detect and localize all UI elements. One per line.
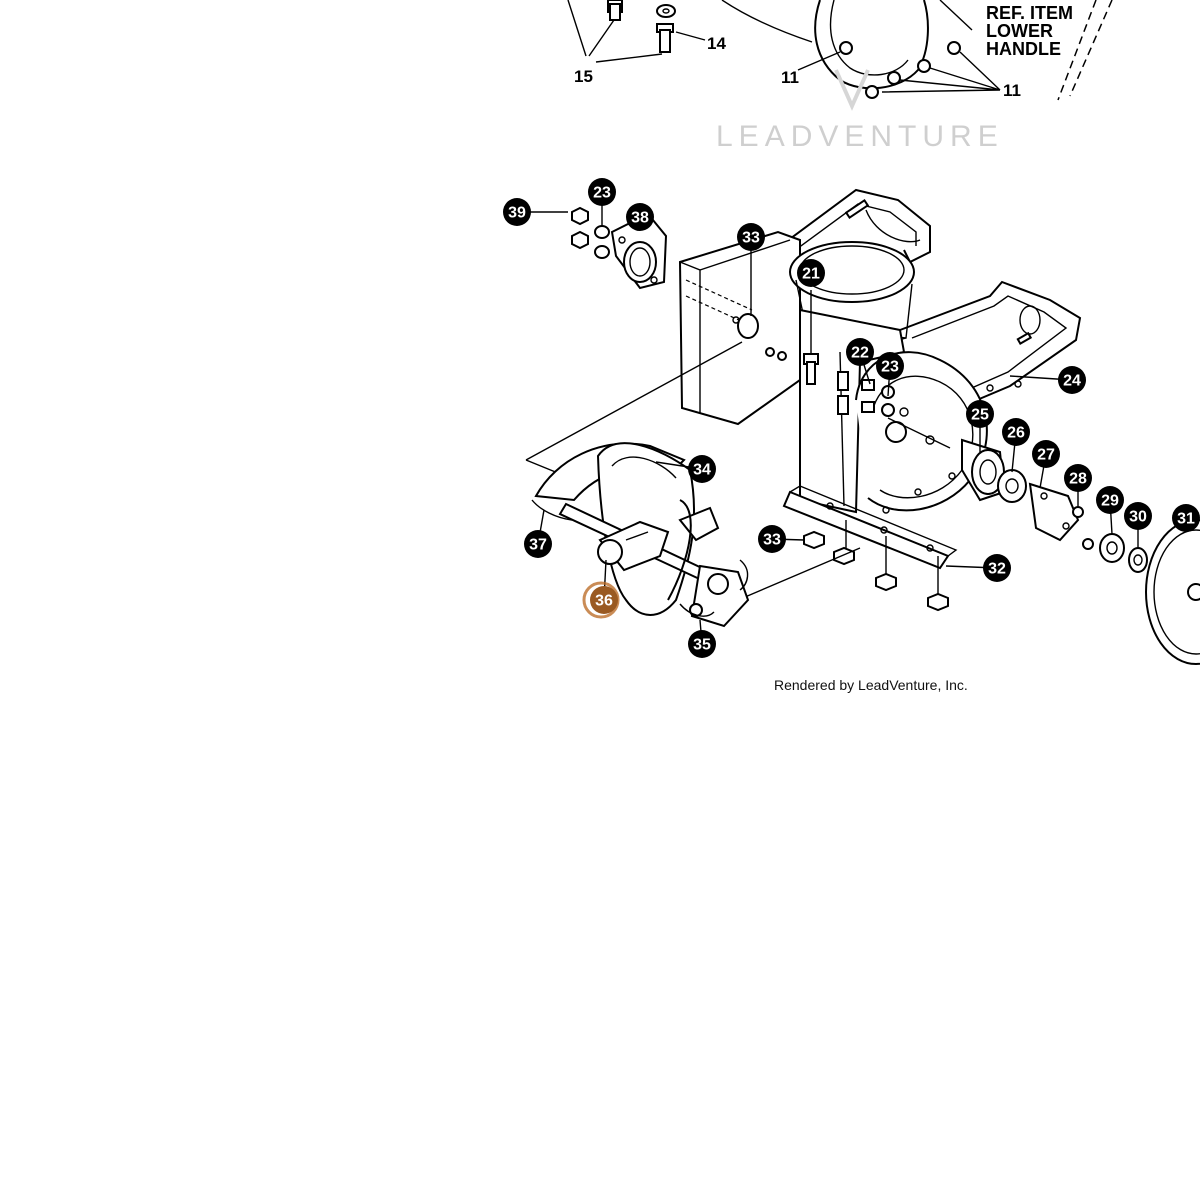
bearing-26: [997, 469, 1027, 503]
callout-22-label: 22: [851, 345, 869, 362]
bearing-housing-25: [961, 438, 1006, 502]
spacer-29: [1099, 533, 1125, 563]
callout-25-label: 25: [971, 407, 989, 424]
washer-30: [1128, 547, 1148, 573]
ref-line-2: LOWER: [986, 21, 1053, 41]
callout-24-label: 24: [1063, 373, 1081, 390]
callout-22[interactable]: 22: [846, 338, 874, 366]
callout-29-label: 29: [1101, 493, 1119, 510]
callout-23-mid[interactable]: 23: [876, 352, 904, 380]
watermark-text: LEADVENTURE: [716, 120, 1004, 153]
callout-39-label: 39: [508, 205, 526, 222]
callout-34[interactable]: 34: [688, 455, 716, 483]
callout-28[interactable]: 28: [1064, 464, 1092, 492]
callout-24[interactable]: 24: [1058, 366, 1086, 394]
callout-39[interactable]: 39: [503, 198, 531, 226]
hardware-39-23-38: [571, 206, 668, 290]
bolt-15b: [656, 23, 674, 53]
callout-32[interactable]: 32: [983, 554, 1011, 582]
leader-15: [567, 0, 663, 63]
callout-27-label: 27: [1037, 447, 1055, 464]
bolt-21: [803, 353, 819, 385]
callout-33-bottom-label: 33: [763, 532, 781, 549]
bolts-11: [839, 41, 961, 99]
callout-21-label: 21: [802, 266, 820, 283]
watermark: LEADVENTURE: [716, 69, 1004, 153]
callout-33-top-label: 33: [742, 230, 760, 247]
label-11-right: 11: [1003, 81, 1021, 100]
callout-36-highlighted[interactable]: 36: [582, 581, 620, 619]
callout-27[interactable]: 27: [1032, 440, 1060, 468]
bolt-15a: [607, 0, 623, 21]
label-15: 15: [574, 67, 593, 86]
pulley-31: [1145, 519, 1200, 665]
callout-23-mid-label: 23: [881, 359, 899, 376]
nuts-33: [803, 530, 949, 612]
impeller-assembly: [531, 442, 750, 628]
callout-38-label: 38: [631, 210, 649, 227]
callout-34-label: 34: [693, 462, 711, 479]
plate-27: [1028, 482, 1080, 542]
bolt-22: [861, 379, 875, 413]
auger-housing-assembly: [525, 188, 1200, 665]
ref-line-3: HANDLE: [986, 39, 1061, 59]
callout-33-bottom[interactable]: 33: [758, 525, 786, 553]
callout-38[interactable]: 38: [626, 203, 654, 231]
callout-35[interactable]: 35: [688, 630, 716, 658]
upper-assembly: [567, 0, 1113, 101]
callout-26-label: 26: [1007, 425, 1025, 442]
callout-37[interactable]: 37: [524, 530, 552, 558]
scraper-bar-32: [782, 485, 958, 570]
callout-32-label: 32: [988, 561, 1006, 578]
washer-14: [656, 4, 676, 18]
render-credit: Rendered by LeadVenture, Inc.: [774, 677, 968, 693]
callout-23-top-label: 23: [593, 185, 611, 202]
callout-37-label: 37: [529, 537, 547, 554]
ref-line-1: REF. ITEM: [986, 3, 1073, 23]
callout-23-top[interactable]: 23: [588, 178, 616, 206]
callout-31-label: 31: [1177, 511, 1195, 528]
callout-36-label: 36: [595, 593, 613, 610]
ref-item-note: REF. ITEM LOWER HANDLE: [986, 3, 1073, 59]
callout-35-label: 35: [693, 637, 711, 654]
callout-21[interactable]: 21: [797, 259, 825, 287]
callout-31[interactable]: 31: [1172, 504, 1200, 532]
callout-28-label: 28: [1069, 471, 1087, 488]
label-14: 14: [707, 34, 726, 53]
callout-30-label: 30: [1129, 509, 1147, 526]
bearing-block-35: [689, 564, 750, 628]
callout-29[interactable]: 29: [1096, 486, 1124, 514]
leader-14: [675, 31, 706, 41]
label-11-left: 11: [781, 68, 799, 87]
callout-26[interactable]: 26: [1002, 418, 1030, 446]
callout-25[interactable]: 25: [966, 400, 994, 428]
callout-30[interactable]: 30: [1124, 502, 1152, 530]
callout-33-top[interactable]: 33: [737, 223, 765, 251]
